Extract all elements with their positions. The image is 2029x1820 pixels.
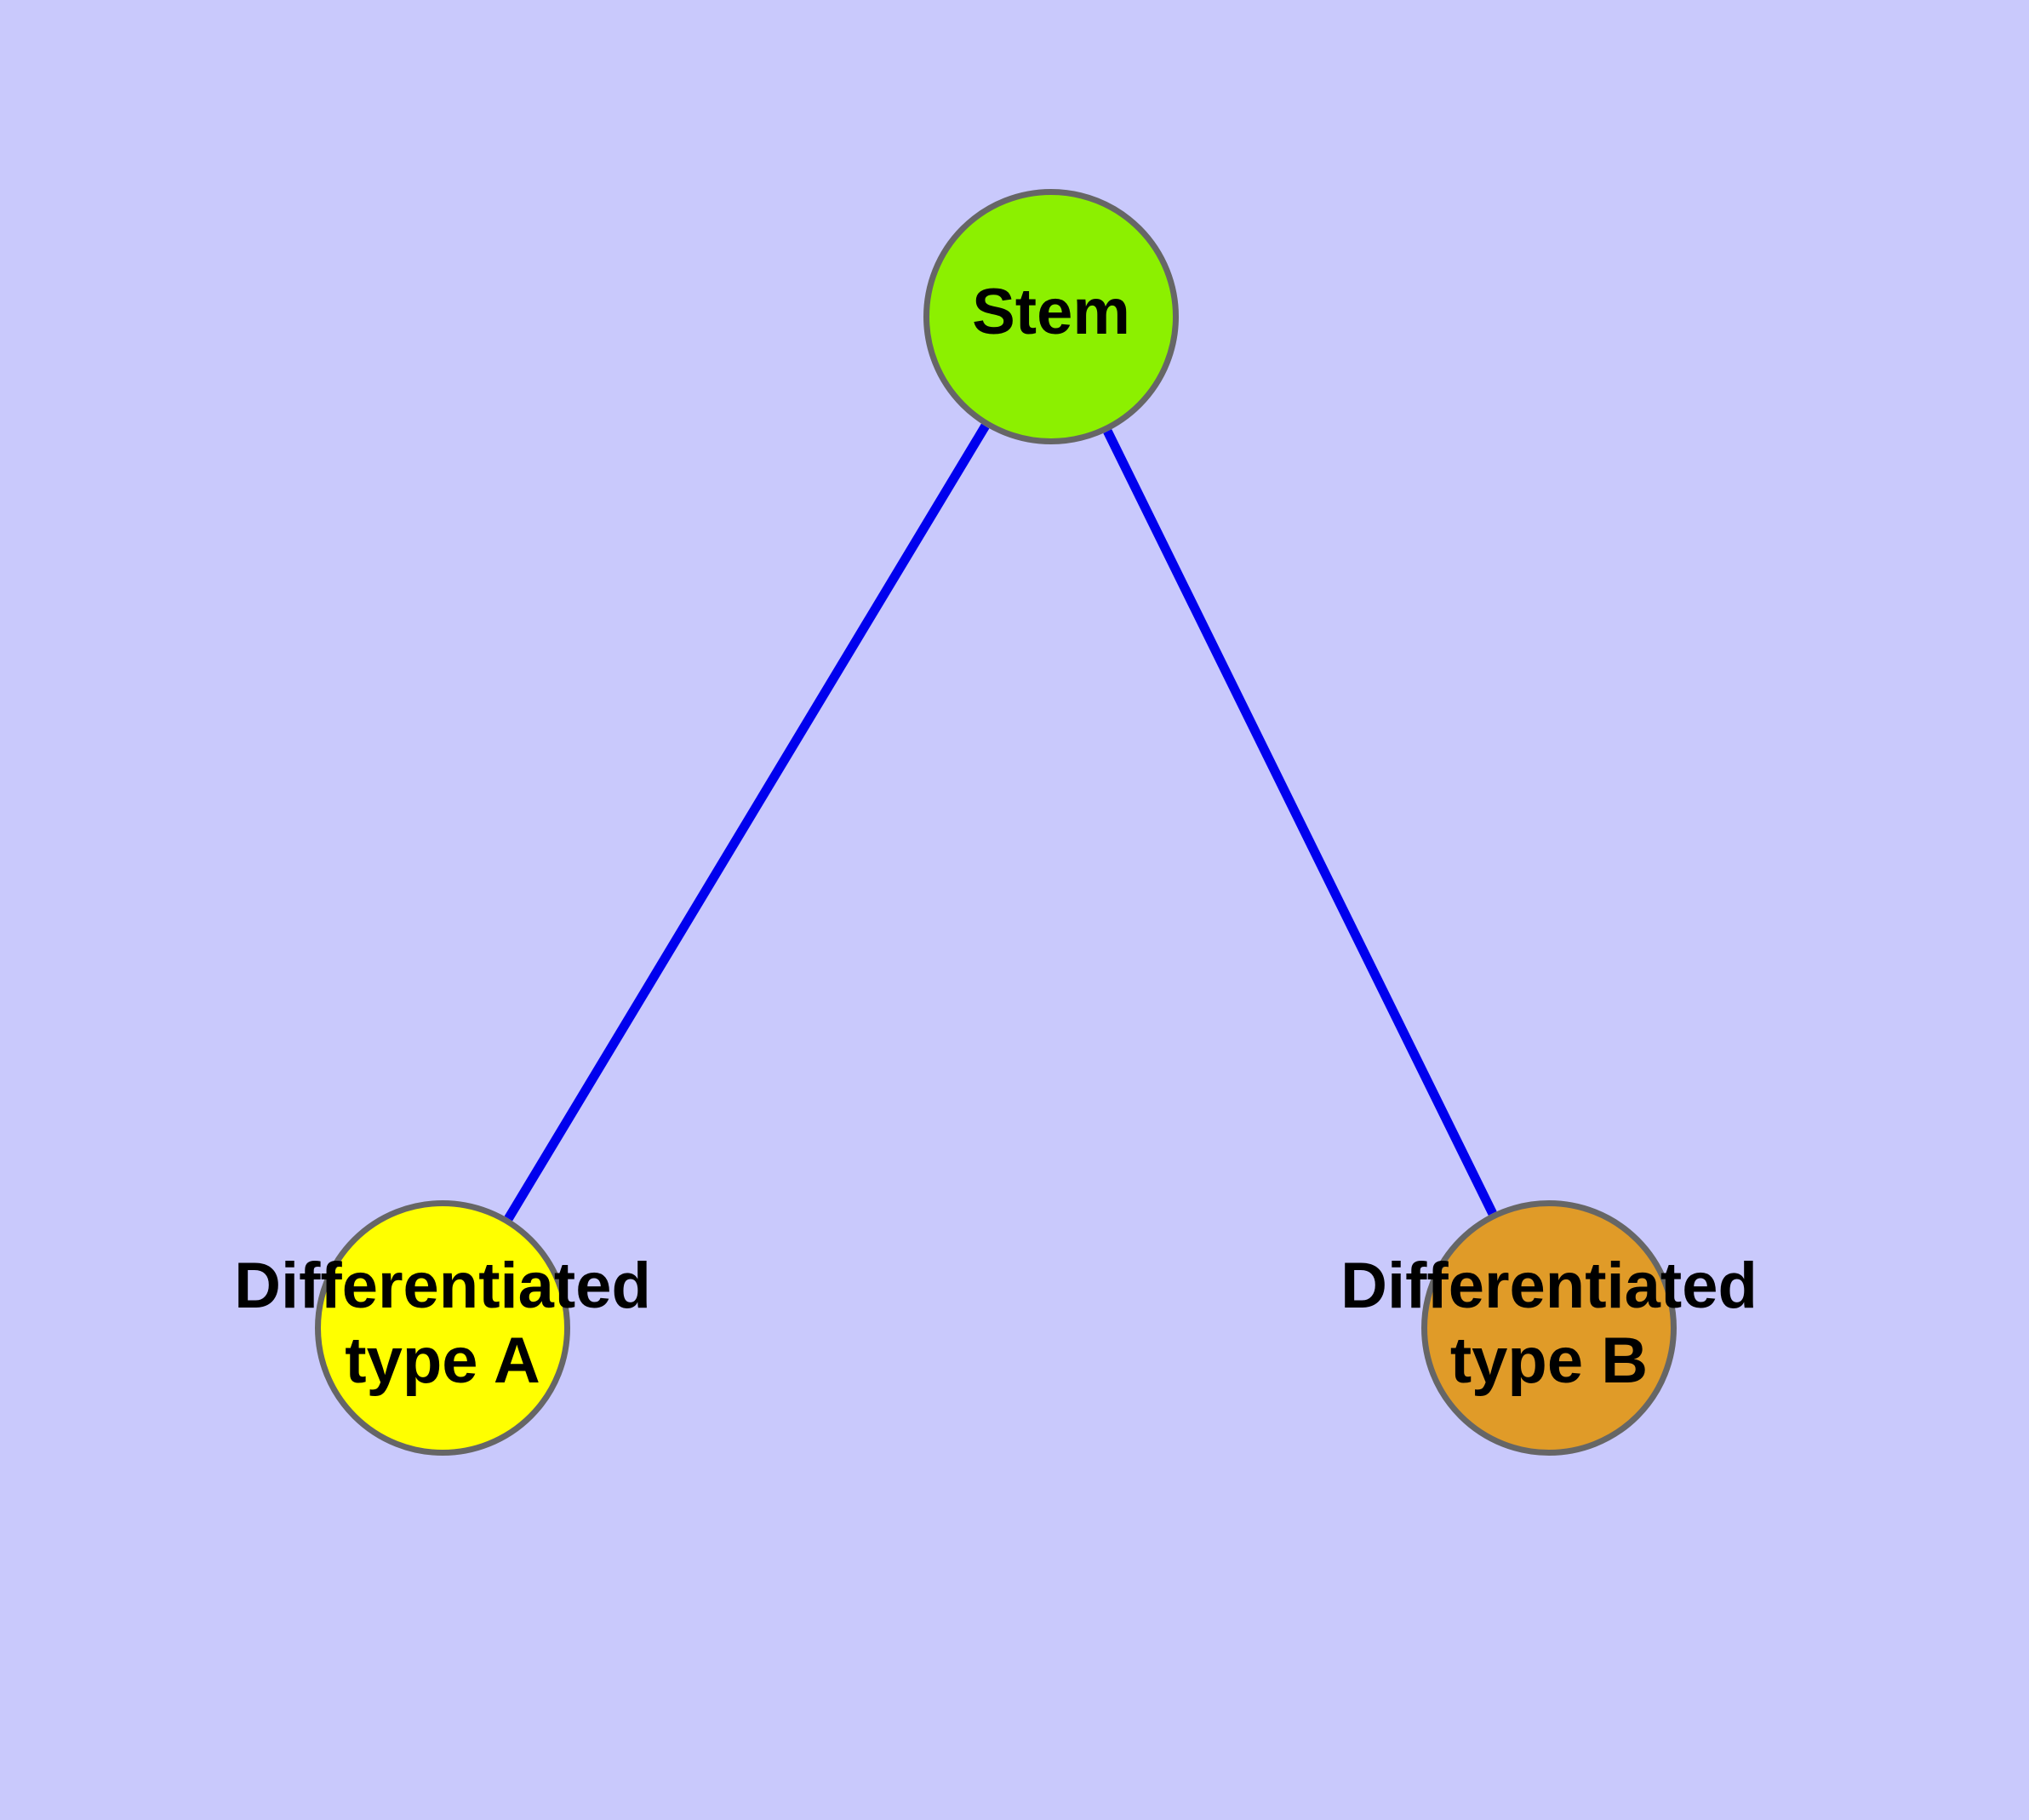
graph-node-diff_a[interactable]: [315, 1200, 570, 1456]
graph-edge-stem-to-diff-a[interactable]: [504, 423, 990, 1222]
node-label-line: type A: [345, 1325, 540, 1397]
node-label-line: type B: [1450, 1325, 1648, 1397]
node-label-line: Differentiated: [234, 1250, 651, 1322]
edge-layer: [504, 423, 1497, 1222]
graph-node-diff_b[interactable]: [1421, 1200, 1677, 1456]
node-label-stem: Stem: [972, 276, 1130, 348]
node-label-line: Stem: [972, 276, 1130, 348]
graph-node-stem[interactable]: [923, 189, 1179, 444]
graph-edge-stem-to-diff-b[interactable]: [1103, 429, 1497, 1216]
node-label-line: Differentiated: [1340, 1250, 1758, 1322]
node-layer: [315, 189, 1677, 1456]
